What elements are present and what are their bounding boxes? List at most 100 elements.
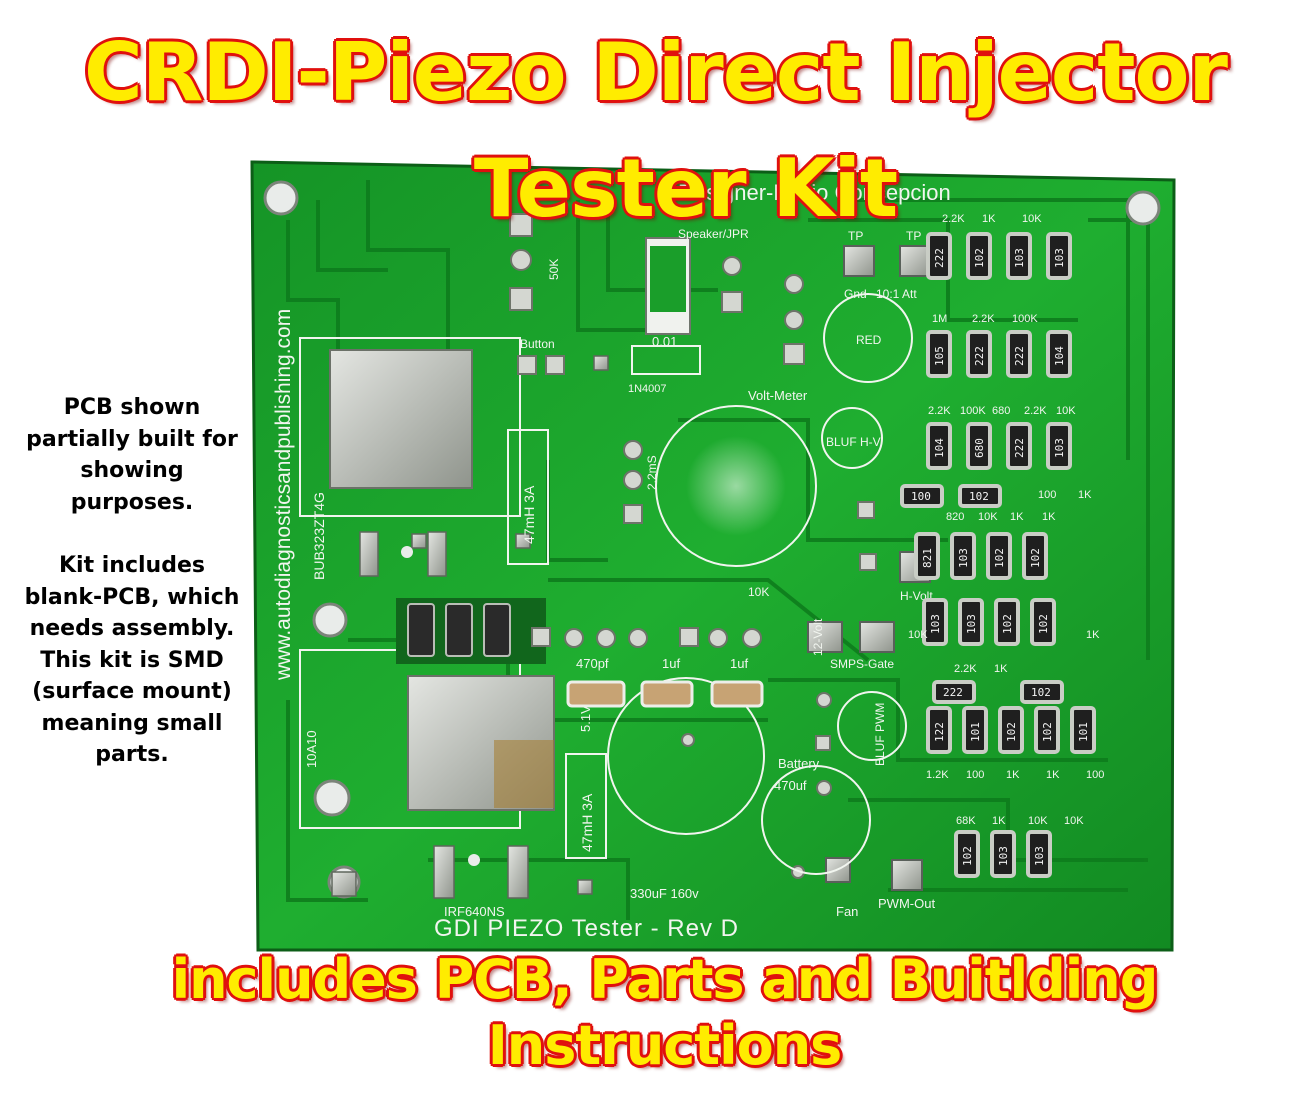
smd-code: 100 bbox=[911, 490, 931, 503]
resistor-value-label: 100K bbox=[960, 405, 986, 417]
resistor-value-label: 68K bbox=[956, 815, 976, 827]
smd-resistor: 102 bbox=[1030, 598, 1056, 646]
smd-resistor: 821 bbox=[914, 532, 940, 580]
resistor-value-label: 1K bbox=[1046, 769, 1060, 781]
pcb-timer-label: 2.2mS bbox=[645, 455, 659, 490]
resistor-value-label: 100 bbox=[1086, 769, 1104, 781]
smd-resistor: 104 bbox=[1046, 330, 1072, 378]
smd-resistor: 102 bbox=[986, 532, 1012, 580]
smd-resistor: 105 bbox=[926, 330, 952, 378]
footer-line-1: includes PCB, Parts and Buitlding bbox=[171, 948, 1159, 1011]
resistor-value-label: 1K bbox=[1010, 511, 1024, 523]
smd-resistor: 102 bbox=[954, 830, 980, 878]
pcb-att-label: 10:1 Att bbox=[876, 287, 917, 301]
smd-resistor: 102 bbox=[994, 598, 1020, 646]
pcb-red-label: RED bbox=[856, 333, 882, 347]
footer-line-2: Instructions bbox=[487, 1014, 843, 1077]
smd-resistor: 222 bbox=[926, 232, 952, 280]
smd-resistor: 102 bbox=[966, 232, 992, 280]
smd-code: 680 bbox=[973, 438, 986, 458]
pcb-50k-label: 50K bbox=[547, 259, 561, 280]
smd-code: 222 bbox=[1013, 438, 1026, 458]
smd-resistor: 103 bbox=[950, 532, 976, 580]
smd-resistor: 102 bbox=[1022, 532, 1048, 580]
smd-resistor: 103 bbox=[990, 830, 1016, 878]
pcb-website-text: www.autodiagnosticsandpublishing.com bbox=[272, 309, 295, 681]
pcb-cap-470pf-label: 470pf bbox=[576, 656, 609, 671]
smd-code: 103 bbox=[965, 614, 978, 634]
smd-code: 222 bbox=[1013, 346, 1026, 366]
resistor-value-label: 100K bbox=[1012, 313, 1038, 325]
smd-resistor: 222 bbox=[1006, 422, 1032, 470]
pcb-inductor-1-label: 47mH 3A bbox=[521, 485, 537, 544]
resistor-value-label: 1.2K bbox=[926, 769, 949, 781]
smd-resistor: 103 bbox=[922, 598, 948, 646]
smd-code: 122 bbox=[933, 722, 946, 742]
side-note-kit-contents: Kit includes blank-PCB, which needs asse… bbox=[24, 553, 240, 767]
pcb-code-text: BUB323ZT4G bbox=[311, 492, 327, 580]
title-line-2: Tester Kit bbox=[473, 142, 898, 235]
resistor-value-label: 100 bbox=[966, 769, 984, 781]
pcb-tp-label-1: TP bbox=[848, 229, 863, 243]
pcb-fan-label: Fan bbox=[836, 904, 858, 919]
pcb-battery-label: Battery bbox=[778, 756, 820, 771]
smd-code: 103 bbox=[957, 548, 970, 568]
smd-resistor: 101 bbox=[1070, 706, 1096, 754]
smd-resistor: 222 bbox=[932, 680, 976, 704]
pcb-cap-1uf-a-label: 1uf bbox=[662, 656, 680, 671]
smd-resistor: 102 bbox=[998, 706, 1024, 754]
smd-resistor: 102 bbox=[958, 484, 1002, 508]
pcb-cap-1uf-b-label: 1uf bbox=[730, 656, 748, 671]
smd-code: 104 bbox=[933, 438, 946, 458]
resistor-value-label: 2.2K bbox=[972, 313, 995, 325]
smd-code: 821 bbox=[921, 548, 934, 568]
smd-code: 101 bbox=[1077, 722, 1090, 742]
smd-resistor: 101 bbox=[962, 706, 988, 754]
pcb-inductor-2-label: 47mH 3A bbox=[579, 793, 595, 852]
smd-code: 103 bbox=[929, 614, 942, 634]
pcb-button-label: Button bbox=[520, 337, 555, 351]
pcb-photo: www.autodiagnosticsandpublishing.com BUB… bbox=[248, 160, 1176, 952]
smd-code: 102 bbox=[993, 548, 1006, 568]
pcb-voltmeter-label: Volt-Meter bbox=[748, 388, 808, 403]
smd-resistor: 100 bbox=[900, 484, 944, 508]
smd-resistor: 680 bbox=[966, 422, 992, 470]
resistor-value-label: 10K bbox=[1064, 815, 1084, 827]
smd-code: 102 bbox=[969, 490, 989, 503]
pcb-cap-470uf-label: 470uf bbox=[774, 778, 807, 793]
resistor-value-label: 820 bbox=[946, 511, 964, 523]
smd-code: 222 bbox=[943, 686, 963, 699]
pcb-bluf-pwm-label: BLUF PWM bbox=[873, 703, 887, 766]
pcb-gnd-label: Gnd bbox=[844, 287, 867, 301]
smd-resistor: 222 bbox=[966, 330, 992, 378]
resistor-value-label: 680 bbox=[992, 405, 1010, 417]
smd-resistor: 102 bbox=[1034, 706, 1060, 754]
pcb-bluf-hv-label: BLUF H-V bbox=[826, 435, 881, 449]
smd-code: 222 bbox=[973, 346, 986, 366]
resistor-value-label: 10K bbox=[908, 629, 928, 641]
pcb-tp-label-2: TP bbox=[906, 229, 921, 243]
pcb-header-text: Designer-Mario Concepcion bbox=[678, 180, 951, 205]
pcb-speaker-label: Speaker/JPR bbox=[678, 227, 749, 241]
resistor-value-label: 100 bbox=[1038, 489, 1056, 501]
smd-code: 102 bbox=[973, 248, 986, 268]
smd-resistor-array: 222 102 103 103 105 222 222 104 104 680 222 103 100 1… bbox=[900, 232, 1096, 878]
resistor-value-label: 1M bbox=[932, 313, 947, 325]
resistor-value-label: 1K bbox=[1078, 489, 1092, 501]
smd-resistor: 103 bbox=[1006, 232, 1032, 280]
pcb-zener-label: 5.1V bbox=[578, 705, 593, 732]
resistor-value-label: 2.2K bbox=[1024, 405, 1047, 417]
pcb-cap-001-label: 0.01 bbox=[652, 334, 677, 349]
smd-resistor: 103 bbox=[1026, 830, 1052, 878]
pcb-12v-label: 12-Volt bbox=[811, 618, 825, 656]
resistor-value-label: 2.2K bbox=[954, 663, 977, 675]
smd-code: 102 bbox=[961, 846, 974, 866]
smd-code: 103 bbox=[1053, 248, 1066, 268]
pcb-mosfet-label: IRF640NS bbox=[444, 904, 505, 919]
smd-code: 103 bbox=[1053, 438, 1066, 458]
smd-resistor: 103 bbox=[1046, 422, 1072, 470]
smd-code: 102 bbox=[1001, 614, 1014, 634]
smd-code: 105 bbox=[933, 346, 946, 366]
pcb-cap-330uf-label: 330uF 160v bbox=[630, 886, 699, 901]
